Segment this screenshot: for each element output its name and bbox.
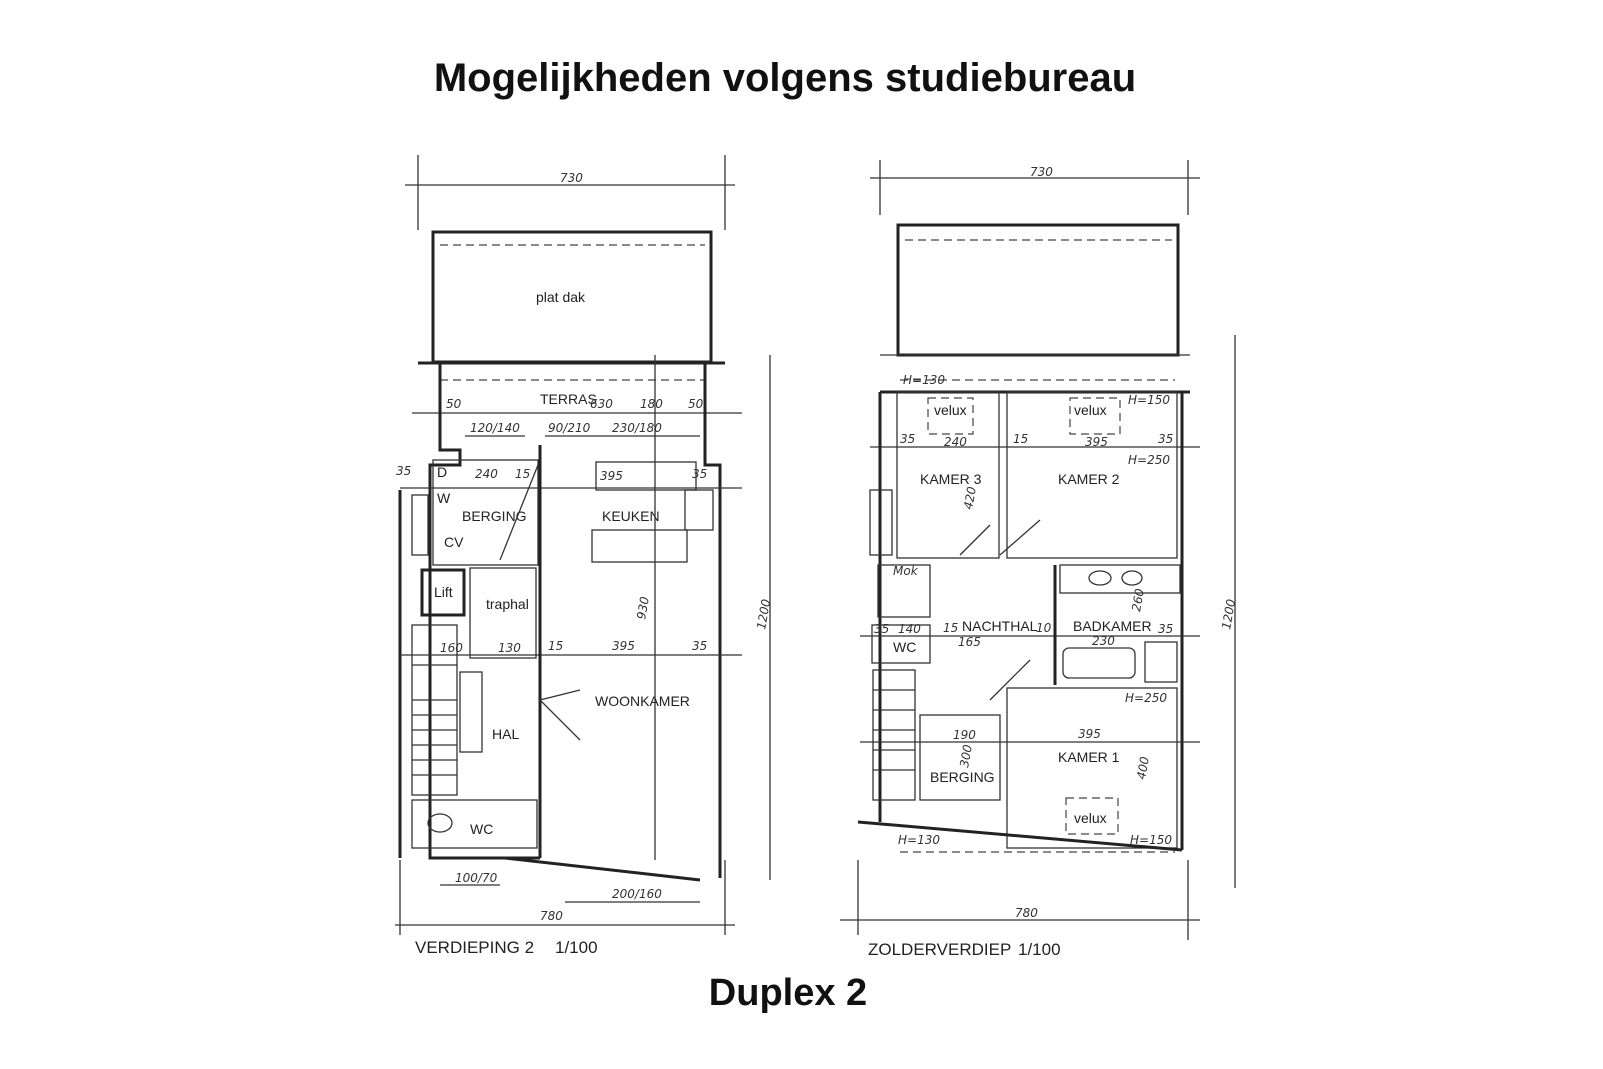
room-wc-2: WC [893,639,916,655]
dim-top-width-2: 730 [1030,165,1053,179]
dim-window-1: 100/70 [455,871,498,885]
dim-berging-240: 240 [475,467,498,481]
room-kamer3: KAMER 3 [920,471,982,487]
room-kamer1: KAMER 1 [1058,749,1120,765]
velux-b: velux [1074,402,1107,418]
plan-scale-zolder: 1/100 [1018,940,1061,959]
label-w: W [437,490,451,506]
dim-stair-160: 160 [440,641,463,655]
room-kamer2: KAMER 2 [1058,471,1120,487]
dim-wc-140: 140 [898,622,921,636]
velux-c: velux [1074,810,1107,826]
room-hal: HAL [492,726,519,742]
dim-k2-35: 35 [1158,432,1173,446]
dim-b-300: 300 [957,743,975,768]
room-berging: BERGING [462,508,527,524]
dim-bottom-width: 780 [540,909,563,923]
dim-side-35: 35 [396,464,411,478]
plan-verdieping-2: 730 plat dak TERRAS 630 180 50 50 120/14… [395,155,773,957]
room-traphal: traphal [486,596,529,612]
dim-bad-35: 35 [1158,622,1173,636]
dim-opening-1: 120/140 [470,421,520,435]
label-mok: Mok [893,564,919,578]
room-berging-2: BERGING [930,769,995,785]
dim-h250-mid: H=250 [1125,691,1167,705]
dim-left-50: 50 [446,397,462,411]
dim-k2-395: 395 [1085,435,1108,449]
room-nachthal: NACHTHAL [962,618,1038,634]
room-woonkamer: WOONKAMER [595,693,690,709]
dim-bad-230: 230 [1092,634,1115,648]
dim-k1-395: 395 [1078,727,1101,741]
dim-wc-35: 35 [874,622,889,636]
dim-nh-165: 165 [958,635,981,649]
dim-opening-2: 90/210 [548,421,591,435]
dim-h130-top: H=130 [903,373,945,387]
dim-terras-width: 630 [590,397,613,411]
room-plat-dak: plat dak [536,289,586,305]
dim-nh-15: 15 [943,621,958,635]
dim-kitchen-395: 395 [600,469,623,483]
dim-k3-depth: 420 [961,485,979,510]
plan-zolderverdiep: 730 H=130 velux KAMER 3 35 240 420 velux… [840,160,1238,959]
dim-bottom-width-2: 780 [1015,906,1038,920]
room-wc: WC [470,821,493,837]
dim-top-width: 730 [560,171,583,185]
plan-scale-verdieping: 1/100 [555,938,598,957]
dim-h250-top: H=250 [1128,453,1170,467]
dim-room-depth: 930 [634,595,652,620]
dim-k3-240: 240 [944,435,967,449]
dim-k1-400: 400 [1134,755,1152,780]
dim-b-190: 190 [953,728,976,742]
label-d: D [437,464,447,480]
dim-nh-10: 10 [1036,621,1052,635]
dim-living-395: 395 [612,639,635,653]
dim-wall-15: 15 [515,467,530,481]
dim-living-15: 15 [548,639,563,653]
dim-k3-35: 35 [900,432,915,446]
dim-height-2: 1200 [1219,598,1238,631]
plan-caption-zolder: ZOLDERVERDIEP [868,940,1011,959]
dim-k2-15: 15 [1013,432,1028,446]
dim-h130-bot: H=130 [898,833,940,847]
dim-kitchen-35: 35 [692,467,707,481]
dim-bad-260: 260 [1129,587,1147,612]
dim-opening-3: 230/180 [612,421,662,435]
room-terras: TERRAS [540,391,597,407]
duplex-label: Duplex 2 [708,972,868,1014]
room-lift: Lift [434,584,453,600]
page-title: Mogelijkheden volgens studiebureau [433,56,1137,100]
label-cv: CV [444,534,464,550]
dim-h150-top: H=150 [1128,393,1170,407]
plan-caption-verdieping: VERDIEPING 2 [415,938,534,957]
dim-living-35: 35 [692,639,707,653]
dim-terras-depth: 180 [640,397,663,411]
dim-window-2: 200/160 [612,887,662,901]
velux-a: velux [934,402,967,418]
dim-height: 1200 [754,598,773,631]
room-badkamer: BADKAMER [1073,618,1152,634]
room-keuken: KEUKEN [602,508,660,524]
dim-right-50: 50 [688,397,704,411]
dim-h150-bot: H=150 [1130,833,1172,847]
dim-hal-130: 130 [498,641,521,655]
